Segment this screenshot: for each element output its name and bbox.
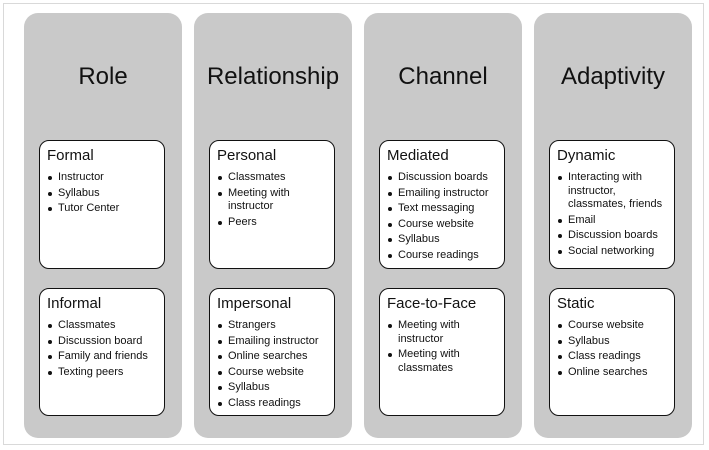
list-item: Strangers — [217, 319, 328, 333]
list-item: Emailing instructor — [387, 187, 498, 201]
column-adaptivity: Adaptivity Dynamic Interacting with inst… — [534, 13, 692, 438]
list-item: Course readings — [387, 249, 498, 263]
column-role: Role Formal Instructor Syllabus Tutor Ce… — [24, 13, 182, 438]
box-static: Static Course website Syllabus Class rea… — [549, 288, 675, 416]
list-item: Syllabus — [557, 335, 668, 349]
column-title: Adaptivity — [560, 63, 666, 90]
box-title: Static — [557, 295, 595, 312]
column-title: Role — [78, 63, 128, 90]
list-item: Meeting with classmates — [387, 348, 498, 375]
list-item: Course website — [217, 366, 328, 380]
list-item: Syllabus — [47, 187, 158, 201]
box-mediated: Mediated Discussion boards Emailing inst… — [379, 140, 505, 269]
list-item: Meeting with instructor — [387, 319, 498, 346]
list-item: Social networking — [557, 245, 668, 259]
list-item: Online searches — [217, 350, 328, 364]
list-item: Discussion board — [47, 335, 158, 349]
list-item: Peers — [217, 216, 328, 230]
column-title: Channel — [398, 63, 488, 90]
list-item: Meeting with instructor — [217, 187, 328, 214]
box-formal: Formal Instructor Syllabus Tutor Center — [39, 140, 165, 269]
box-dynamic: Dynamic Interacting with instructor, cla… — [549, 140, 675, 269]
list-item: Course website — [387, 218, 498, 232]
box-impersonal: Impersonal Strangers Emailing instructor… — [209, 288, 335, 416]
list-item: Text messaging — [387, 202, 498, 216]
box-title: Dynamic — [557, 147, 616, 164]
box-title: Personal — [217, 147, 277, 164]
list-item: Tutor Center — [47, 202, 158, 216]
column-channel: Channel Mediated Discussion boards Email… — [364, 13, 522, 438]
box-informal: Informal Classmates Discussion board Fam… — [39, 288, 165, 416]
list-item: Family and friends — [47, 350, 158, 364]
list-item: Class readings — [217, 397, 328, 411]
list-item: Syllabus — [387, 233, 498, 247]
box-title: Mediated — [387, 147, 449, 164]
list-item: Classmates — [217, 171, 328, 185]
list-item: Email — [557, 214, 668, 228]
list-item: Classmates — [47, 319, 158, 333]
list-item: Interacting with instructor, classmates,… — [557, 171, 668, 212]
column-relationship: Relationship Personal Classmates Meeting… — [194, 13, 352, 438]
list-item: Discussion boards — [557, 229, 668, 243]
box-personal: Personal Classmates Meeting with instruc… — [209, 140, 335, 269]
list-item: Class readings — [557, 350, 668, 364]
list-item: Course website — [557, 319, 668, 333]
list-item: Texting peers — [47, 366, 158, 380]
list-item: Online searches — [557, 366, 668, 380]
list-item: Instructor — [47, 171, 158, 185]
list-item: Emailing instructor — [217, 335, 328, 349]
box-title: Face-to-Face — [387, 295, 477, 312]
box-title: Formal — [47, 147, 94, 164]
box-title: Informal — [47, 295, 102, 312]
box-title: Impersonal — [217, 295, 292, 312]
column-title: Relationship — [206, 63, 340, 90]
list-item: Discussion boards — [387, 171, 498, 185]
box-face-to-face: Face-to-Face Meeting with instructor Mee… — [379, 288, 505, 416]
diagram-frame: Role Formal Instructor Syllabus Tutor Ce… — [3, 3, 704, 445]
list-item: Syllabus — [217, 381, 328, 395]
